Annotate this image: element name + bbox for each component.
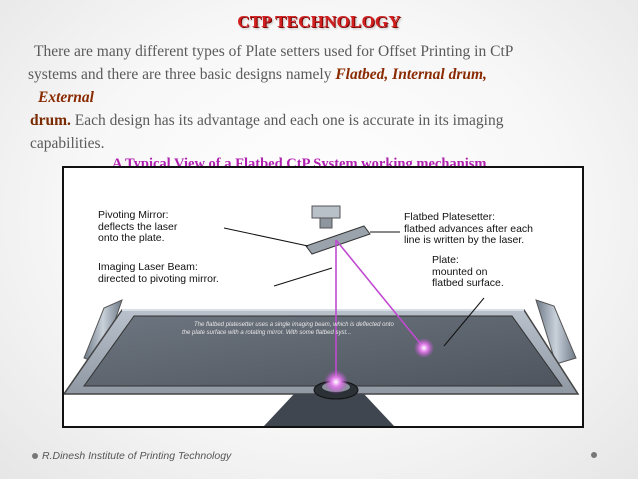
pointer-laser: [273, 267, 333, 287]
right-bracket: [535, 299, 577, 365]
base-pedestal: [264, 394, 394, 426]
plate-inner-text-2: the plate surface with a rotating mirror…: [182, 330, 352, 336]
footer-text: R.Dinesh Institute of Printing Technolog…: [42, 450, 232, 462]
highlight-external: External: [38, 89, 94, 106]
footer: R.Dinesh Institute of Printing Technolog…: [32, 450, 231, 462]
paragraph-line-5: capabilities.: [30, 135, 105, 152]
footer-bullet-icon: [32, 453, 38, 460]
pointer-pivot: [223, 227, 309, 247]
highlight-flatbed: Flatbed,: [335, 66, 389, 83]
paragraph-line-4-text: Each design has its advantage and each o…: [70, 112, 504, 129]
paragraph-line-2: systems and there are three basic design…: [28, 63, 600, 86]
flatbed-diagram: [64, 205, 580, 426]
pivoting-mirror: [305, 225, 371, 255]
footer-dot-icon: [591, 452, 597, 458]
intro-paragraph: There are many different types of Plate …: [28, 40, 600, 155]
flatbed-plate: [83, 315, 563, 387]
laser-spot: [414, 338, 434, 358]
paragraph-line-4: drum. Each design has its advantage and …: [30, 109, 600, 132]
mirror-mount: [311, 205, 341, 219]
label-flatbed-platesetter: Flatbed Platesetter: flatbed advances af…: [404, 211, 534, 246]
label-plate: Plate: mounted on flatbed surface.: [432, 254, 504, 289]
flatbed-ctp-figure: Pivoting Mirror: deflects the laser onto…: [62, 166, 584, 428]
paragraph-line-2-text: systems and there are three basic design…: [28, 66, 336, 83]
plate-inner-text-1: The flatbed platesetter uses a single im…: [194, 322, 394, 328]
paragraph-line-1: There are many different types of Plate …: [34, 43, 514, 60]
label-pivoting-mirror: Pivoting Mirror: deflects the laser onto…: [98, 209, 178, 244]
pointer-plate: [443, 297, 485, 347]
highlight-drum: drum.: [30, 112, 71, 129]
highlight-internal-drum: Internal drum,: [392, 66, 487, 83]
slide-title: CTP TECHNOLOGY: [237, 12, 401, 31]
laser-beam-down: [335, 239, 425, 349]
label-imaging-laser-beam: Imaging Laser Beam: directed to pivoting…: [98, 261, 219, 285]
